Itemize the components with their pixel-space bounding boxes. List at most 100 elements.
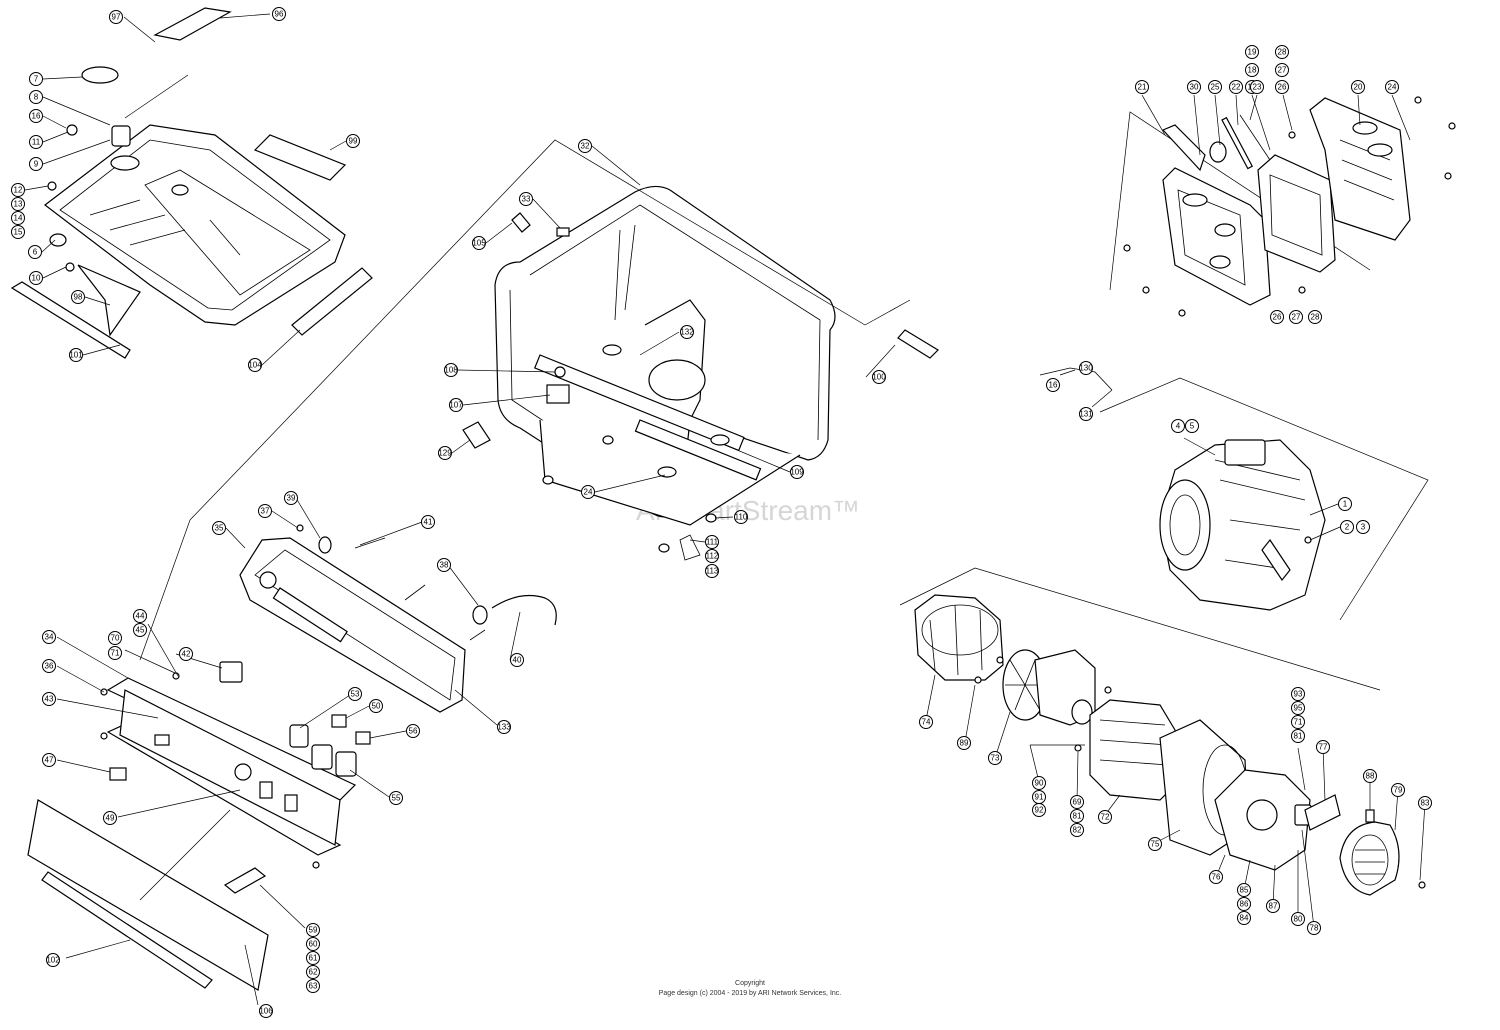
svg-text:100: 100 [872, 373, 886, 382]
svg-text:133: 133 [497, 723, 511, 732]
callout-44: 44 [133, 609, 147, 623]
callout-35: 35 [212, 521, 226, 535]
callout-49: 49 [103, 811, 117, 825]
svg-text:47: 47 [45, 756, 54, 765]
label-100 [897, 329, 939, 359]
svg-text:56: 56 [409, 727, 418, 736]
callout-69: 69 [1070, 795, 1084, 809]
fuel-tank [44, 124, 346, 326]
callout-24a: 24 [581, 485, 595, 499]
callout-10: 10 [29, 271, 43, 285]
svg-text:38: 38 [440, 561, 449, 570]
callout-55: 55 [389, 791, 403, 805]
svg-text:63: 63 [309, 982, 318, 991]
callout-88: 88 [1363, 769, 1377, 783]
switch-59 [223, 867, 267, 894]
callout-90: 90 [1032, 776, 1046, 790]
callout-3: 3 [1356, 520, 1370, 534]
callout-72: 72 [1098, 810, 1112, 824]
svg-text:83: 83 [1421, 799, 1430, 808]
svg-text:33: 33 [522, 195, 531, 204]
svg-text:82: 82 [1073, 826, 1082, 835]
callout-15: 15 [11, 225, 25, 239]
callout-99: 99 [346, 134, 360, 148]
svg-text:81: 81 [1073, 812, 1082, 821]
callout-101: 101 [69, 348, 83, 362]
svg-text:34: 34 [45, 633, 54, 642]
svg-text:9: 9 [34, 160, 39, 169]
callout-36: 36 [42, 659, 56, 673]
alternator-group [899, 567, 1426, 896]
svg-text:62: 62 [309, 968, 318, 977]
callout-111: 111 [705, 535, 719, 549]
svg-text:20: 20 [1354, 83, 1363, 92]
svg-text:76: 76 [1212, 873, 1221, 882]
callout-8: 8 [29, 90, 43, 104]
receptacle-53 [289, 724, 309, 748]
callout-107: 107 [449, 398, 463, 412]
callout-86: 86 [1237, 897, 1251, 911]
breaker-56 [355, 731, 371, 745]
callout-83: 83 [1418, 796, 1432, 810]
callout-7: 7 [29, 72, 43, 86]
decal-98 [77, 264, 141, 337]
callout-71a: 71 [108, 646, 122, 660]
svg-text:85: 85 [1240, 886, 1249, 895]
end-cover-79 [1339, 821, 1400, 896]
breaker-50 [331, 714, 347, 728]
callout-42: 42 [179, 647, 193, 661]
svg-text:77: 77 [1319, 743, 1328, 752]
svg-text:72: 72 [1101, 813, 1110, 822]
svg-text:59: 59 [309, 926, 318, 935]
svg-text:11: 11 [32, 138, 41, 147]
engine-group [1039, 367, 1429, 621]
callout-82: 82 [1070, 823, 1084, 837]
svg-text:98: 98 [74, 293, 83, 302]
callout-131: 131 [1079, 407, 1093, 421]
svg-text:61: 61 [309, 954, 318, 963]
svg-text:70: 70 [111, 634, 120, 643]
svg-text:27: 27 [1292, 313, 1301, 322]
callout-130: 130 [1079, 361, 1093, 375]
callout-38: 38 [437, 558, 451, 572]
callout-13: 13 [11, 197, 25, 211]
callout-133: 133 [497, 720, 511, 734]
hose-40 [491, 595, 557, 626]
callout-85: 85 [1237, 883, 1251, 897]
callout-18: 18 [1245, 63, 1259, 77]
muffler-leaders [1141, 94, 1411, 156]
svg-text:18: 18 [1248, 66, 1257, 75]
callout-113: 113 [705, 564, 719, 578]
svg-text:28: 28 [1278, 48, 1287, 57]
svg-text:42: 42 [182, 650, 191, 659]
svg-text:108: 108 [444, 366, 458, 375]
callout-105: 105 [472, 236, 486, 250]
svg-text:36: 36 [45, 662, 54, 671]
svg-text:75: 75 [1151, 840, 1160, 849]
svg-text:21: 21 [1138, 83, 1147, 92]
callout-108: 108 [444, 363, 458, 377]
callout-93: 93 [1291, 687, 1305, 701]
svg-text:130: 130 [1079, 364, 1093, 373]
svg-text:73: 73 [991, 754, 1000, 763]
svg-text:26: 26 [1278, 83, 1287, 92]
callout-97: 97 [109, 10, 123, 24]
svg-text:12: 12 [14, 186, 23, 195]
callout-26b: 26 [1270, 310, 1284, 324]
svg-text:81: 81 [1294, 732, 1303, 741]
callout-41: 41 [421, 515, 435, 529]
svg-text:92: 92 [1035, 806, 1044, 815]
muffler-shield [1162, 167, 1271, 306]
callout-40: 40 [510, 653, 524, 667]
svg-text:4: 4 [1176, 422, 1181, 431]
fuel-tank-leaders [24, 13, 347, 366]
callout-132: 132 [680, 325, 694, 339]
svg-text:86: 86 [1240, 900, 1249, 909]
svg-text:41: 41 [424, 518, 433, 527]
callout-100: 100 [872, 370, 886, 384]
callout-14: 14 [11, 211, 25, 225]
svg-text:16: 16 [32, 112, 41, 121]
callout-75: 75 [1148, 837, 1162, 851]
exhaust-pipe [1161, 124, 1206, 172]
